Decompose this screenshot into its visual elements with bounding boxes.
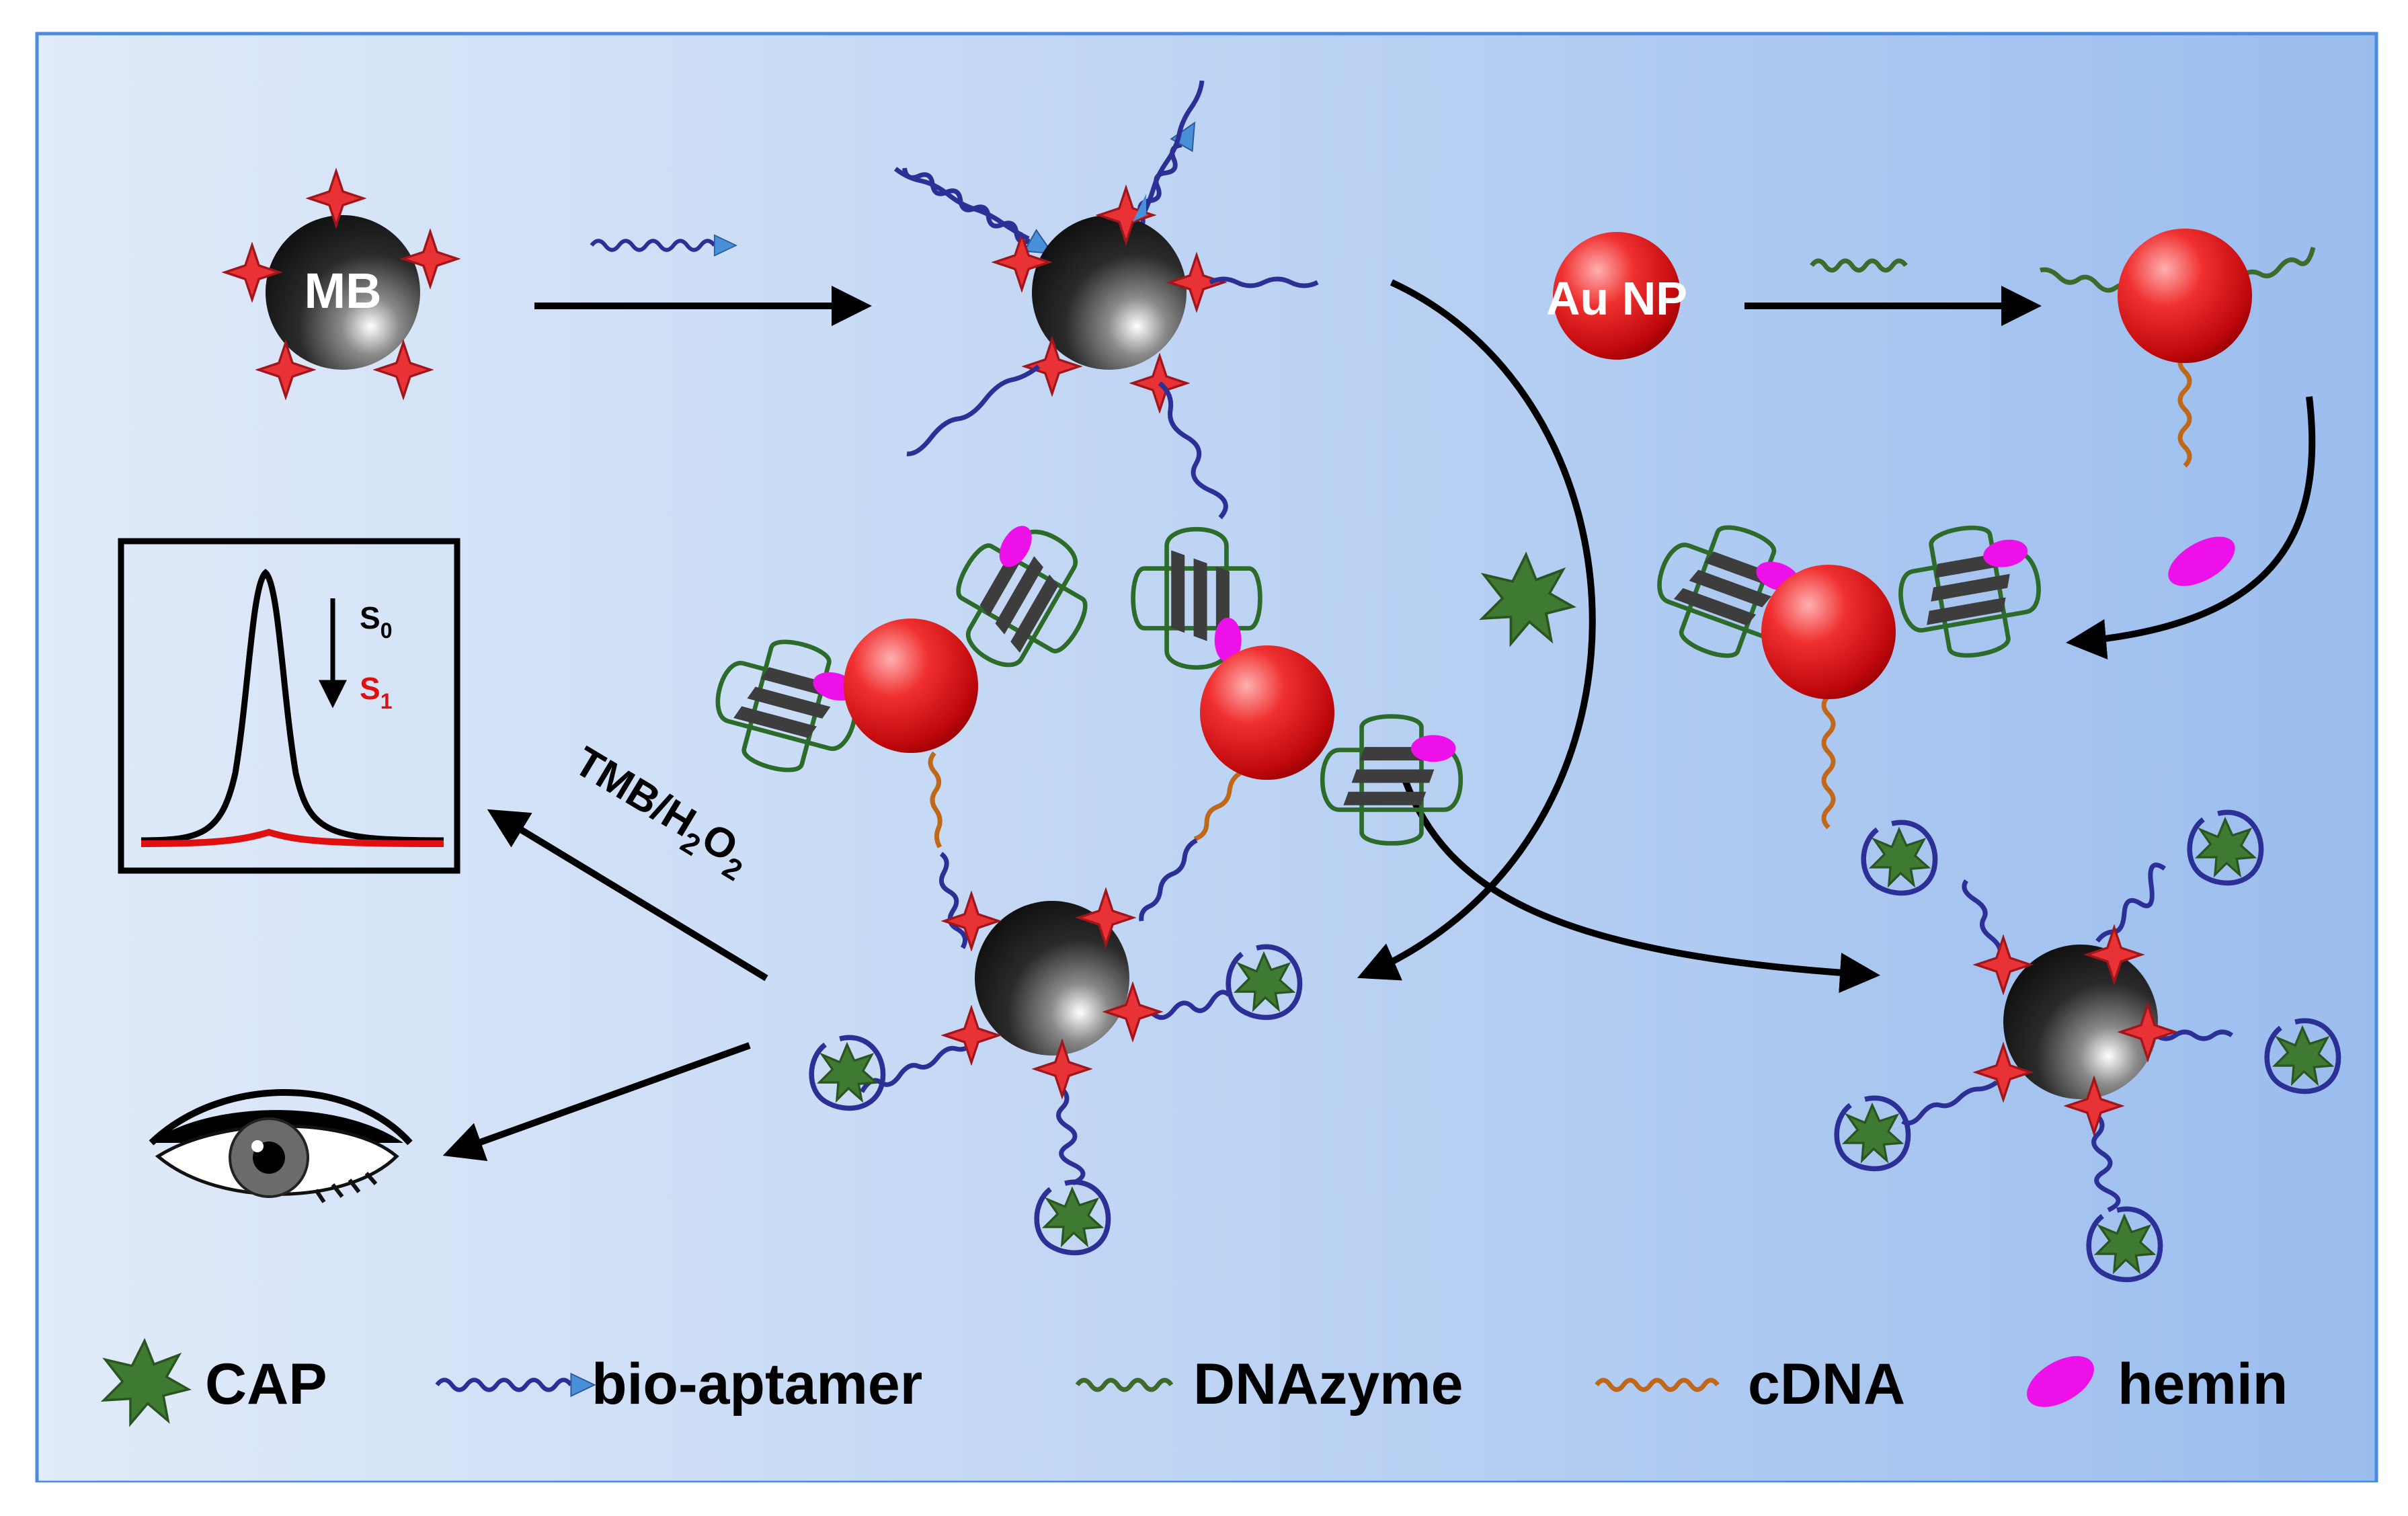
curve-s1 [141,828,444,847]
legend-hemin-icon [2027,1356,2094,1407]
bottom-band [0,1482,2408,1516]
mb-label: MB [304,263,381,319]
au-particle [1761,565,1896,699]
arrow-to-cap-bound [1402,779,1880,993]
aptamer-strand [1140,80,1205,216]
hemin-reagent-icon [2168,536,2235,586]
legend-aptamer-label: bio-aptamer [592,1352,922,1417]
au-particle [2118,229,2252,363]
au-bare-group: Au NP [1546,232,1687,360]
s0-label: S0 [360,600,392,643]
readout-frame [118,538,460,874]
mb-particle [975,901,1129,1055]
aptamer-strand [1158,381,1228,520]
aptamer-strand [1209,276,1319,288]
aptamer-strand [893,167,1030,241]
legend-hemin-label: hemin [2118,1352,2288,1417]
curve-s0 [141,568,444,844]
au-particle [1200,645,1334,780]
eye-icon [149,1089,413,1203]
cap-bound-complex [1837,812,2338,1279]
mb-particle [1032,215,1187,370]
legend-cdna-label: cDNA [1748,1352,1905,1417]
mb-bare-group: MB [223,169,459,399]
mb-particle [266,215,420,370]
s1-label: S1 [360,671,392,713]
mb-particle [2003,945,2158,1099]
legend: CAP bio-aptamer DNAzyme cDNA hemin [102,1339,2288,1425]
legend-cap-label: CAP [205,1352,327,1417]
mb-aptamer-group [893,80,1319,520]
au-particle [844,619,978,753]
signal-readout: S0 S1 [118,538,460,874]
arrow-tmb [487,809,768,982]
au-gquad-group [1641,508,2048,830]
aptamer-strand [906,364,1041,456]
au-particle [1553,232,1681,360]
au-dnazyme-group [2040,229,2316,468]
arrow-to-sandwich [1357,279,1596,981]
au-label: Au NP [1546,272,1687,325]
sandwich-complex [703,507,1460,1253]
legend-dnazyme-label: DNAzyme [1193,1352,1463,1417]
arrow-hemin-step [2066,396,2316,660]
arrow-to-eye [442,1042,751,1161]
